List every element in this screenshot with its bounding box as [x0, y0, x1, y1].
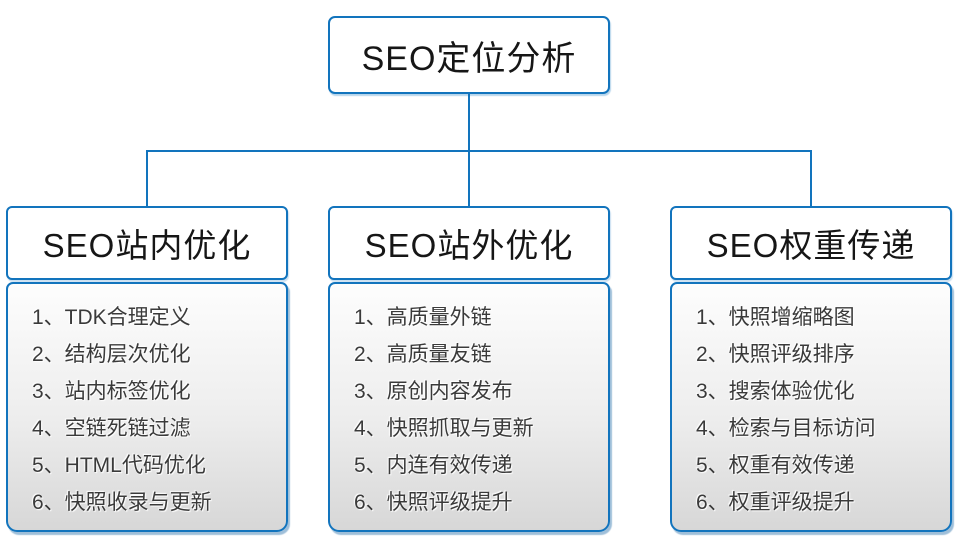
list-item: 1、TDK合理定义 [32, 306, 191, 329]
list-item: 4、空链死链过滤 [32, 417, 191, 440]
column-header-onsite-seo: SEO站内优化 [6, 206, 288, 280]
list-item: 1、高质量外链 [354, 306, 492, 329]
list-item: 3、搜索体验优化 [696, 380, 855, 403]
root-node-seo-positioning: SEO定位分析 [328, 16, 610, 94]
list-item: 4、检索与目标访问 [696, 417, 876, 440]
root-node-label: SEO定位分析 [361, 39, 577, 78]
list-item: 3、原创内容发布 [354, 380, 513, 403]
list-item: 2、结构层次优化 [32, 343, 191, 366]
column-header-label: SEO权重传递 [706, 227, 916, 264]
list-item: 6、快照收录与更新 [32, 491, 212, 514]
list-item: 5、权重有效传递 [696, 454, 855, 477]
column-list-weight-transfer: 1、快照增缩略图 2、快照评级排序 3、搜索体验优化 4、检索与目标访问 5、权… [670, 282, 952, 532]
column-header-weight-transfer: SEO权重传递 [670, 206, 952, 280]
list-item: 3、站内标签优化 [32, 380, 191, 403]
list-item: 5、HTML代码优化 [32, 454, 206, 477]
list-item: 2、高质量友链 [354, 343, 492, 366]
list-item: 6、快照评级提升 [354, 491, 513, 514]
column-header-label: SEO站外优化 [364, 227, 574, 264]
list-item: 6、权重评级提升 [696, 491, 855, 514]
column-list-offsite-seo: 1、高质量外链 2、高质量友链 3、原创内容发布 4、快照抓取与更新 5、内连有… [328, 282, 610, 532]
list-item: 1、快照增缩略图 [696, 306, 855, 329]
list-item: 2、快照评级排序 [696, 343, 855, 366]
column-header-offsite-seo: SEO站外优化 [328, 206, 610, 280]
list-item: 5、内连有效传递 [354, 454, 513, 477]
list-item: 4、快照抓取与更新 [354, 417, 534, 440]
column-header-label: SEO站内优化 [42, 227, 252, 264]
column-list-onsite-seo: 1、TDK合理定义 2、结构层次优化 3、站内标签优化 4、空链死链过滤 5、H… [6, 282, 288, 532]
